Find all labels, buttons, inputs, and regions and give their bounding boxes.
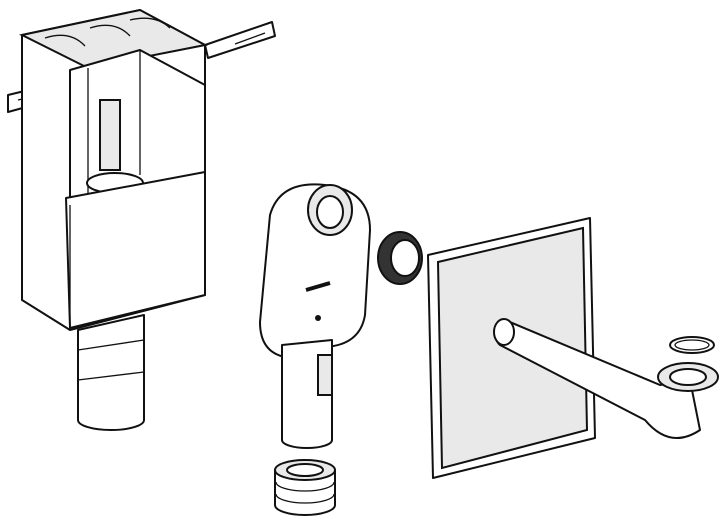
right-mounting-bracket bbox=[204, 21, 276, 59]
outlet-pipe bbox=[77, 314, 145, 431]
connection-adapter bbox=[274, 459, 336, 516]
outlet-bend bbox=[493, 318, 719, 439]
sealing-ring bbox=[377, 231, 423, 285]
o-ring bbox=[669, 336, 715, 354]
installation-box bbox=[7, 8, 276, 431]
siphon bbox=[259, 183, 371, 449]
